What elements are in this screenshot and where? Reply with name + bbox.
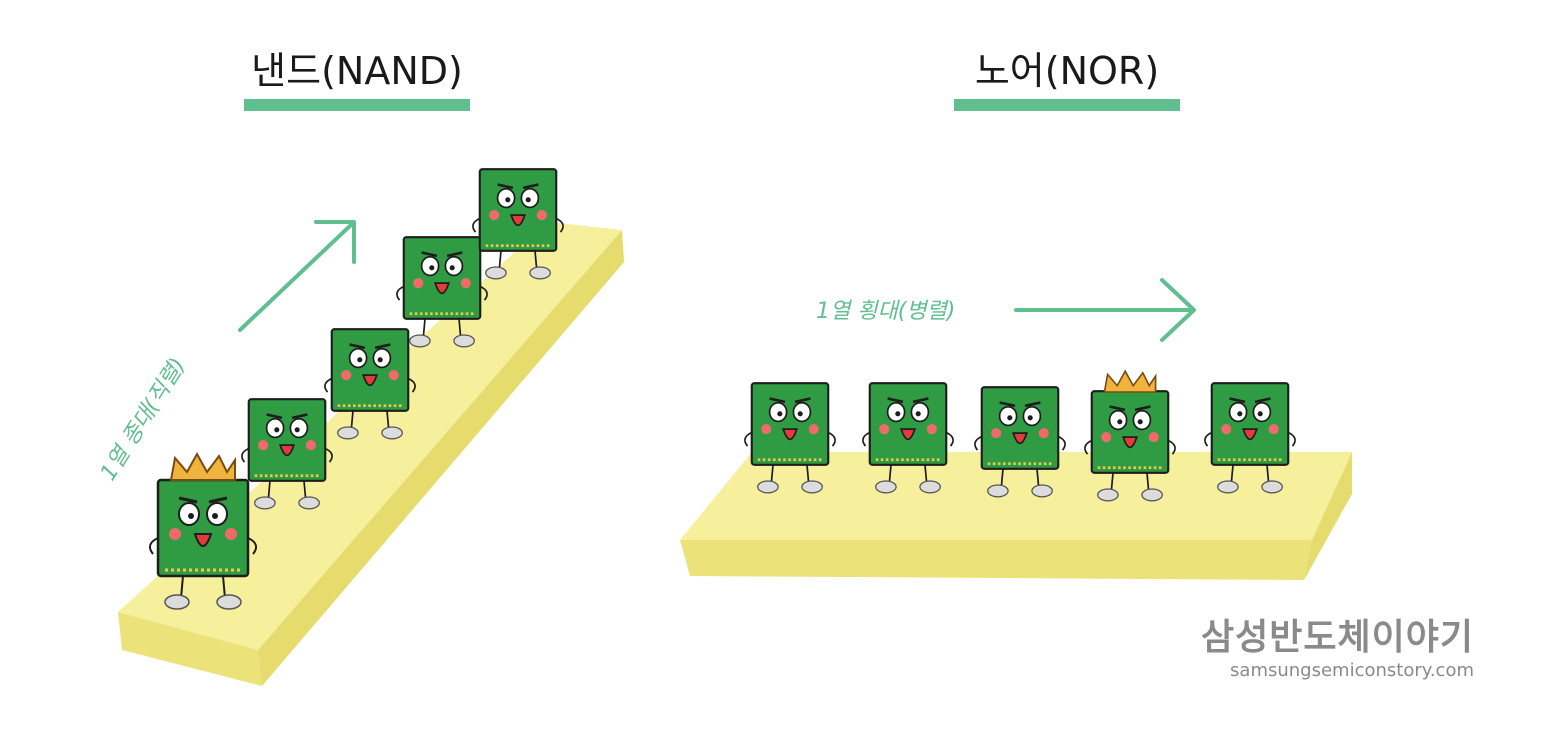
crown-icon [170, 453, 236, 481]
nor-arrow-label: 1열 횡대(병렬) [816, 299, 955, 324]
nor-title: 노어(NOR) [974, 49, 1160, 93]
nand-title-underline [244, 99, 470, 111]
nor-platform [680, 452, 1352, 580]
nor-direction-arrow [1014, 278, 1196, 342]
brand-name: 삼성반도체이야기 [1201, 617, 1474, 658]
nor-title-underline [954, 99, 1180, 111]
brand-watermark: 삼성반도체이야기 samsungsemiconstory.com [1201, 618, 1474, 684]
nand-title: 낸드(NAND) [251, 49, 463, 93]
nand-direction-arrow [238, 220, 356, 332]
crown-icon [1103, 370, 1157, 393]
brand-url: samsungsemiconstory.com [1230, 660, 1474, 681]
nand-platform [118, 222, 624, 686]
